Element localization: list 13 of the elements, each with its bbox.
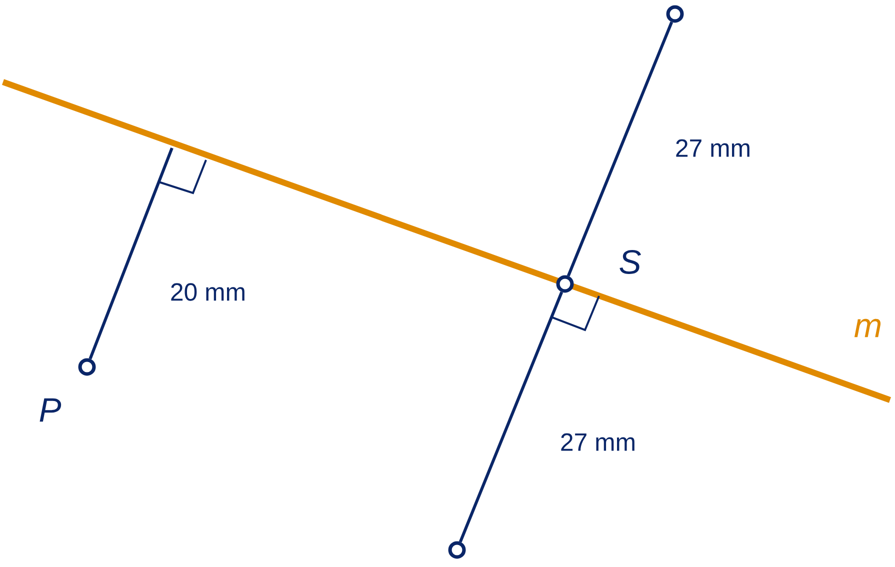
point-marker — [666, 5, 684, 23]
line-segment — [458, 292, 564, 542]
edge-label: 27 mm — [674, 138, 752, 158]
point-label: P — [40, 398, 62, 422]
point-label: S — [620, 250, 641, 274]
line-segment — [566, 22, 674, 276]
point-marker — [448, 541, 466, 559]
edge-label: 20 mm — [168, 282, 248, 302]
line-segment — [88, 147, 174, 360]
point-marker — [556, 275, 574, 293]
line-label: m — [854, 318, 881, 338]
edge-label: 27 mm — [558, 432, 638, 452]
point-marker — [78, 358, 96, 376]
